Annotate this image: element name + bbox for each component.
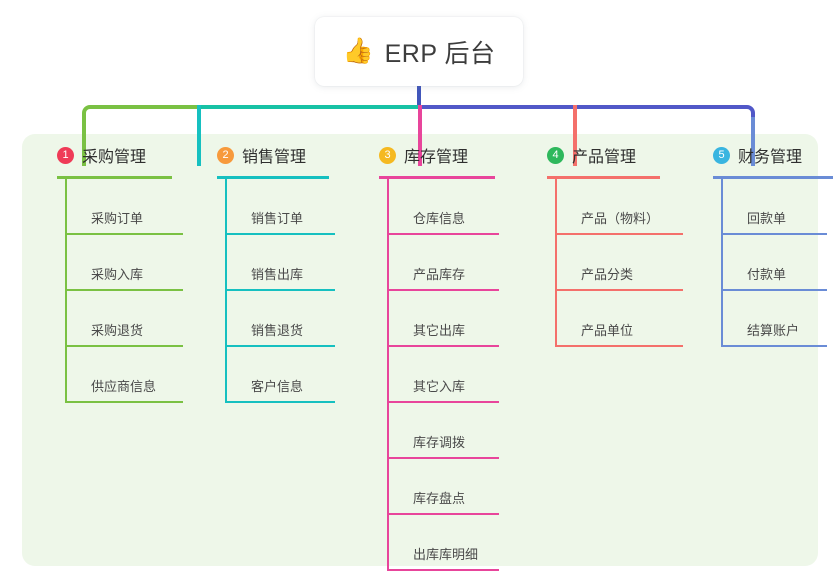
branch-title: 产品管理	[572, 149, 637, 166]
list-item-underline	[555, 345, 683, 347]
list-item-label: 销售订单	[251, 211, 304, 226]
list-item-label: 采购退货	[91, 323, 144, 338]
list-item-underline	[721, 289, 827, 291]
branch-column-采购管理: 1 采购管理 采购订单 采购入库 采购退货 供应商信息	[38, 144, 183, 403]
list-item-underline	[555, 289, 683, 291]
list-item-label: 库存盘点	[413, 491, 466, 506]
list-item-label: 回款单	[747, 211, 787, 226]
branch-title: 库存管理	[404, 149, 469, 166]
list-item-label: 产品分类	[581, 267, 634, 282]
bar-right-corner	[741, 105, 755, 119]
branch-number-badge-1: 1	[57, 146, 74, 164]
list-item-label: 产品（物料）	[581, 211, 660, 226]
list-item-underline	[387, 289, 499, 291]
bar-left-corner	[82, 105, 96, 119]
branch-underline	[547, 176, 660, 179]
list-item-underline	[225, 345, 335, 347]
list-item-underline	[721, 345, 827, 347]
branch-number-badge-3: 3	[379, 146, 396, 164]
branch-title: 采购管理	[82, 149, 147, 166]
diagram-background-panel	[22, 134, 818, 566]
branch-title: 财务管理	[738, 149, 803, 166]
list-item-underline	[65, 401, 183, 403]
branch-spine	[555, 179, 557, 347]
list-item-label: 供应商信息	[91, 379, 157, 394]
branch-header[interactable]: 4 产品管理	[528, 144, 636, 166]
branch-column-财务管理: 5 财务管理 回款单 付款单 结算账户	[694, 144, 833, 347]
list-item-label: 采购入库	[91, 267, 144, 282]
list-item-label: 销售退货	[251, 323, 304, 338]
list-item-label: 仓库信息	[413, 211, 466, 226]
branch-header[interactable]: 1 采购管理	[38, 144, 146, 166]
thumbs-up-icon: 👍	[342, 37, 374, 65]
list-item-label: 产品单位	[581, 323, 634, 338]
list-item-label: 结算账户	[747, 323, 800, 338]
list-item-underline	[387, 569, 499, 571]
list-item-label: 采购订单	[91, 211, 144, 226]
list-item-underline	[387, 513, 499, 515]
distribution-bar-segment-2	[199, 105, 419, 109]
branch-column-库存管理: 3 库存管理 仓库信息 产品库存 其它出库 其它入库 库存调拨 库存盘点 出库库…	[360, 144, 499, 571]
root-stem-line	[417, 84, 421, 109]
list-item-underline	[387, 457, 499, 459]
list-item-label: 其它入库	[413, 379, 466, 394]
branch-number-badge-4: 4	[547, 146, 564, 164]
list-item-label: 付款单	[747, 267, 787, 282]
list-item-underline	[225, 401, 335, 403]
list-item-underline	[555, 233, 683, 235]
branch-spine	[387, 179, 389, 571]
branch-spine	[225, 179, 227, 403]
branch-drop-line-3	[418, 105, 422, 166]
list-item-label: 其它出库	[413, 323, 466, 338]
list-item-label: 产品库存	[413, 267, 466, 282]
branch-header[interactable]: 2 销售管理	[198, 144, 306, 166]
branch-underline	[57, 176, 172, 179]
branch-drop-line-4	[573, 105, 577, 166]
root-node-card[interactable]: 👍 ERP 后台	[315, 17, 523, 86]
branch-header[interactable]: 5 财务管理	[694, 144, 802, 166]
branch-drop-line-2	[197, 105, 201, 166]
list-item-label: 出库库明细	[413, 547, 479, 562]
distribution-bar-segment-3	[419, 105, 745, 109]
branch-title: 销售管理	[242, 149, 307, 166]
branch-number-badge-2: 2	[217, 146, 234, 164]
branch-column-销售管理: 2 销售管理 销售订单 销售出库 销售退货 客户信息	[198, 144, 335, 403]
list-item-underline	[387, 401, 499, 403]
list-item-underline	[387, 233, 499, 235]
list-item-underline	[721, 233, 827, 235]
list-item-label: 库存调拨	[413, 435, 466, 450]
branch-column-产品管理: 4 产品管理 产品（物料） 产品分类 产品单位	[528, 144, 683, 347]
list-item-label: 客户信息	[251, 379, 304, 394]
list-item-underline	[65, 233, 183, 235]
list-item-underline	[225, 289, 335, 291]
branch-drop-line-1	[82, 117, 86, 166]
branch-drop-line-5	[751, 117, 755, 166]
list-item-underline	[387, 345, 499, 347]
branch-spine	[721, 179, 723, 347]
branch-underline	[217, 176, 329, 179]
root-node-title: ERP 后台	[384, 39, 496, 68]
list-item-underline	[225, 233, 335, 235]
list-item-label: 销售出库	[251, 267, 304, 282]
branch-underline	[379, 176, 495, 179]
branch-spine	[65, 179, 67, 403]
list-item-underline	[65, 345, 183, 347]
branch-underline	[713, 176, 833, 179]
branch-number-badge-5: 5	[713, 146, 730, 164]
list-item-underline	[65, 289, 183, 291]
distribution-bar-segment-1	[92, 105, 199, 109]
branch-header[interactable]: 3 库存管理	[360, 144, 468, 166]
